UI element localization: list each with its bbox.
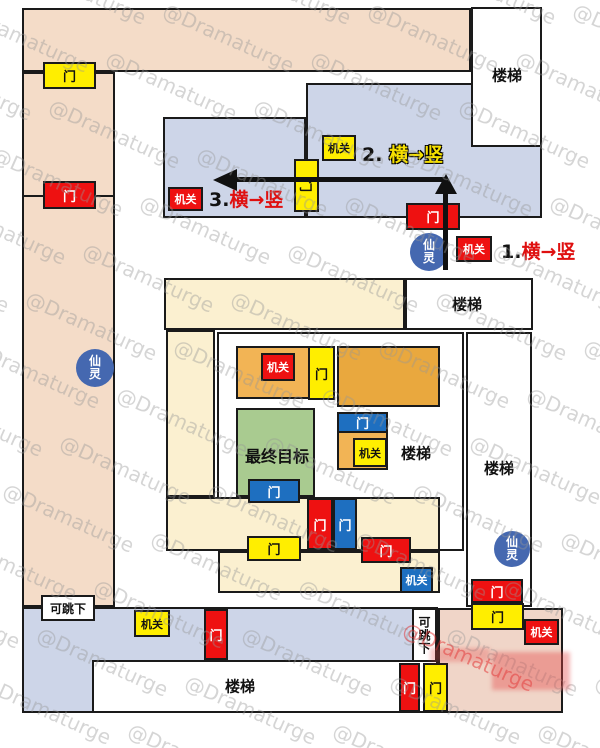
fairy-marker-fairy-right: 仙灵 — [494, 531, 530, 567]
watermark-text: @Dramaturge — [534, 718, 600, 748]
watermark-text: @Dramaturge — [523, 382, 600, 462]
door-marker-door-goal-blue: 门 — [248, 479, 300, 503]
door-glyph: 门 — [62, 70, 76, 85]
door-marker-door-center-blue-v: 门 — [333, 498, 357, 550]
label-stairs-top-right: 楼梯 — [491, 66, 523, 85]
door-marker-door-topright-red: 门 — [406, 203, 460, 230]
fairy-marker-fairy-top: 仙灵 — [410, 233, 448, 271]
step-annotation-step-2: 2. 横→竖 — [362, 140, 443, 167]
fairy-label: 仙灵 — [88, 354, 101, 381]
mechanism-badge-mech-top-yellow: 机关 — [322, 135, 356, 161]
door-glyph: 门 — [62, 189, 76, 205]
mechanism-badge-mech-right-red: 机关 — [456, 236, 492, 262]
door-marker-door-right-yellow: 门 — [471, 603, 524, 630]
step-number: 3. — [209, 189, 230, 211]
door-glyph: 门 — [490, 611, 504, 626]
label-final-goal: 最终目标 — [244, 447, 310, 466]
step-text: 横→竖 — [229, 189, 284, 211]
watermark-text: @Dramaturge — [0, 718, 58, 748]
step-number: 2. — [362, 144, 390, 166]
step-annotation-step-1: 1.横→竖 — [501, 237, 575, 264]
watermark-text: @Dramaturge — [557, 526, 600, 606]
room-corridor-top — [22, 8, 471, 72]
mechanism-badge-mech-center-blue: 机关 — [400, 567, 433, 593]
watermark-text: @Dramaturge — [0, 238, 13, 318]
door-glyph: 门 — [402, 682, 416, 697]
step-text: 横→竖 — [521, 241, 576, 263]
step-number: 1. — [501, 241, 522, 263]
door-marker-door-center-blue-1: 门 — [337, 412, 388, 433]
door-marker-door-band-red: 门 — [361, 537, 411, 563]
watermark-text: @Dramaturge — [580, 334, 600, 414]
door-marker-door-center-red-v: 门 — [307, 498, 333, 550]
door-glyph: 门 — [313, 518, 327, 534]
mechanism-badge-mech-center-red: 机关 — [261, 353, 295, 381]
label-stairs-right-col: 楼梯 — [483, 459, 515, 478]
route-arrowhead-up — [435, 174, 457, 194]
door-glyph: 门 — [267, 485, 281, 501]
room-stairwell-top-right — [471, 7, 542, 147]
door-glyph: 门 — [338, 518, 352, 534]
step-text: 横→竖 — [389, 144, 443, 166]
door-marker-door-right-red: 门 — [471, 579, 523, 603]
watermark-text: @Dramaturge — [0, 574, 24, 654]
door-marker-door-topleft-yellow: 门 — [43, 62, 96, 89]
watermark-text: @Dramaturge — [329, 718, 468, 748]
door-marker-door-band-yellow: 门 — [247, 536, 301, 561]
door-marker-door-corridor-red-v: 门 — [204, 609, 228, 660]
jump-label-jump-left: 可跳下 — [41, 595, 95, 621]
mechanism-badge-mech-bottomright-red: 机关 — [524, 619, 559, 645]
mechanism-badge-mech-left-red: 机关 — [168, 187, 203, 211]
room-cream-column-left — [166, 330, 215, 497]
step-annotation-step-3: 3.横→竖 — [209, 185, 283, 212]
room-cream-hall-mid — [164, 278, 405, 330]
door-marker-door-mid-tall-yellow: 门 — [294, 159, 319, 212]
watermark-text: @Dramaturge — [124, 718, 263, 748]
route-arrow-vertical — [443, 193, 448, 270]
mechanism-badge-mech-center-yellow: 机关 — [353, 438, 387, 467]
door-marker-door-left-red: 门 — [43, 181, 96, 209]
door-glyph: 门 — [267, 543, 281, 558]
label-stairs-bottom: 楼梯 — [224, 677, 256, 696]
room-stairwell-mid — [405, 278, 533, 330]
route-arrow-horizontal — [236, 177, 447, 182]
watermark-text: @Dramaturge — [591, 670, 600, 748]
door-glyph: 门 — [209, 629, 223, 644]
door-marker-door-bottom-red-v: 门 — [399, 663, 420, 712]
door-marker-door-bottom-yellow-v: 门 — [423, 663, 448, 712]
watermark-text: @Dramaturge — [569, 0, 600, 78]
door-glyph: 门 — [428, 682, 442, 697]
fairy-marker-fairy-left: 仙灵 — [76, 349, 114, 387]
door-glyph: 门 — [314, 367, 328, 383]
door-glyph: 门 — [355, 417, 369, 432]
block-orange-block-right — [337, 346, 440, 407]
mechanism-badge-mech-corridor-yellow: 机关 — [134, 610, 170, 637]
door-glyph: 门 — [379, 544, 393, 560]
door-marker-door-center-yellow-v: 门 — [308, 346, 335, 400]
fairy-label: 仙灵 — [505, 535, 518, 562]
jump-label-jump-right: 可跳下 — [412, 608, 437, 662]
label-stairs-mid: 楼梯 — [451, 295, 483, 314]
route-arrowhead-left — [213, 169, 237, 191]
label-stairs-center: 楼梯 — [400, 444, 432, 463]
room-corridor-left — [22, 72, 115, 607]
door-glyph: 门 — [426, 211, 440, 226]
door-glyph: 门 — [490, 585, 504, 601]
fairy-label: 仙灵 — [422, 238, 435, 265]
room-stairwell-bottom — [92, 660, 438, 713]
